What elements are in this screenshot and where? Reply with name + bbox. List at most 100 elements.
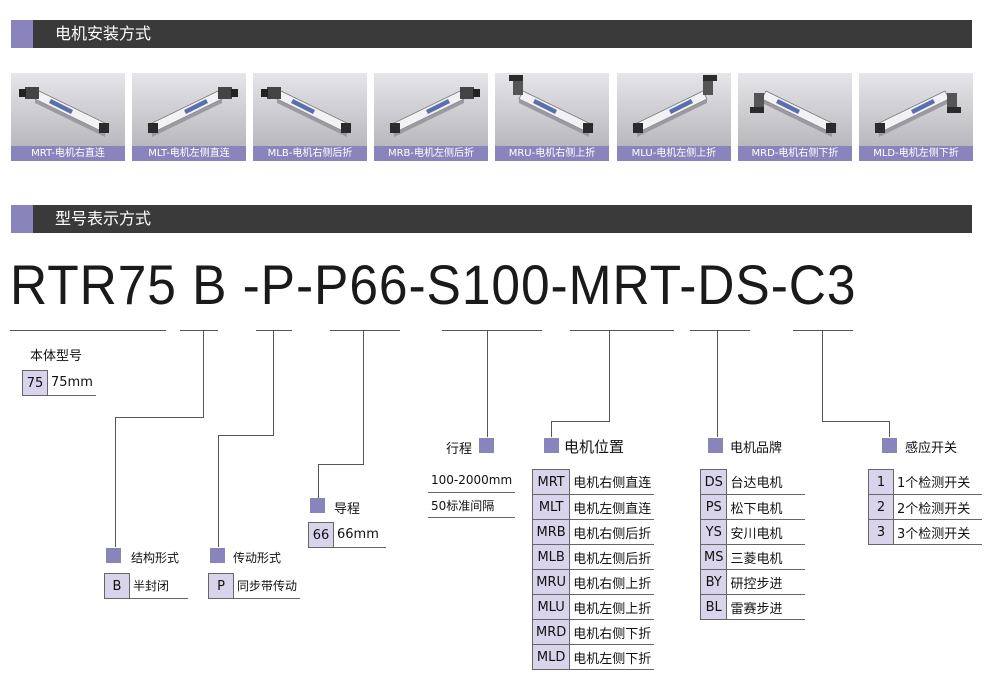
- stroke-table: 100-2000mm 50标准间隔: [428, 468, 516, 518]
- option-marker: [882, 438, 897, 453]
- option-code: YS: [699, 519, 728, 545]
- actuator-illustration: [617, 73, 731, 146]
- drive-table: P 同步带传动: [208, 573, 301, 599]
- connector-line: [822, 331, 823, 421]
- connector-line: [609, 331, 610, 421]
- connector-line: [318, 464, 319, 498]
- option-desc: 电机左侧直连: [569, 494, 655, 520]
- thumbnail-caption: MLU-电机左侧上折: [617, 146, 731, 161]
- option-code: MS: [699, 544, 728, 570]
- connector-line: [203, 331, 204, 417]
- option-desc: 研控步进: [726, 569, 806, 595]
- connector-line: [218, 435, 274, 436]
- segment-underline: [330, 330, 400, 331]
- connector-line: [363, 331, 364, 464]
- actuator-illustration: [738, 73, 852, 146]
- mount-thumbnail: MLT-电机左侧直连: [132, 73, 246, 161]
- option-marker: [310, 498, 325, 513]
- structure-table: B 半封闭: [104, 573, 188, 599]
- segment-underline: [442, 330, 542, 331]
- connector-line: [551, 421, 552, 437]
- mount-thumbnail: MRB-电机左侧后折: [374, 73, 488, 161]
- motor-pos-title: 电机位置: [564, 438, 625, 456]
- thumbnail-caption: MRD-电机右侧下折: [738, 146, 852, 161]
- actuator-illustration: [11, 73, 125, 146]
- section-title: 型号表示方式: [55, 209, 152, 228]
- connector-line: [551, 421, 610, 422]
- connector-line: [487, 331, 488, 437]
- mount-thumbnail: MLD-电机左侧下折: [859, 73, 973, 161]
- connector-line: [717, 331, 718, 437]
- option-code: BY: [699, 569, 728, 595]
- table-row: P 同步带传动: [208, 573, 301, 599]
- option-code: 66: [308, 522, 334, 548]
- model-code: RTR75 B -P-P66-S100-MRT-DS-C3: [10, 253, 857, 316]
- section-accent: [11, 20, 33, 48]
- thumbnail-caption: MLD-电机左侧下折: [859, 146, 973, 161]
- option-code: DS: [699, 469, 728, 495]
- actuator-illustration: [132, 73, 246, 146]
- option-desc: 2个检测开关: [893, 494, 982, 520]
- segment-underline: [690, 330, 750, 331]
- option-desc: 75mm: [47, 370, 96, 396]
- mount-thumbnail: MRU-电机右侧上折: [495, 73, 609, 161]
- mount-thumbnail: MRT-电机右直连: [11, 73, 125, 161]
- option-code: 2: [868, 494, 894, 520]
- section-accent: [11, 205, 33, 233]
- actuator-illustration: [859, 73, 973, 146]
- sensor-title: 感应开关: [905, 441, 958, 456]
- drive-title: 传动形式: [233, 551, 282, 565]
- segment-underline: [793, 330, 853, 331]
- option-marker: [106, 548, 121, 563]
- option-desc: 66mm: [333, 522, 386, 548]
- section-header-model: 型号表示方式: [11, 205, 972, 233]
- option-marker: [708, 438, 723, 453]
- option-desc: 电机左侧下折: [569, 644, 655, 670]
- table-row: 75 75mm: [22, 370, 96, 396]
- stroke-title: 行程: [446, 442, 473, 457]
- option-code: 75: [22, 370, 48, 396]
- thumbnail-caption: MLB-电机右侧后折: [253, 146, 367, 161]
- option-code: MRU: [531, 569, 571, 595]
- lead-table: 66 66mm: [308, 522, 386, 548]
- segment-underline: [570, 330, 674, 331]
- connector-line: [115, 417, 116, 547]
- actuator-illustration: [374, 73, 488, 146]
- segment-underline: [256, 330, 292, 331]
- option-code: 3: [868, 519, 894, 545]
- thumbnail-caption: MRU-电机右侧上折: [495, 146, 609, 161]
- option-code: MLB: [531, 544, 571, 570]
- mount-thumbnail: MRD-电机右侧下折: [738, 73, 852, 161]
- section-title: 电机安装方式: [55, 24, 152, 43]
- option-desc: 同步带传动: [233, 573, 301, 599]
- table-row: B 半封闭: [104, 573, 188, 599]
- mount-thumbnail: MLB-电机右侧后折: [253, 73, 367, 161]
- structure-title: 结构形式: [131, 551, 180, 565]
- actuator-illustration: [495, 73, 609, 146]
- segment-underline: [10, 330, 166, 331]
- table-row: 50标准间隔: [428, 492, 516, 518]
- option-desc: 电机左侧上折: [569, 594, 655, 620]
- option-desc: 3个检测开关: [893, 519, 982, 545]
- option-code: 1: [868, 469, 894, 495]
- option-code: MRB: [531, 519, 571, 545]
- option-desc: 电机右侧后折: [569, 519, 655, 545]
- option-desc: 电机右侧直连: [569, 469, 655, 495]
- connector-line: [115, 417, 204, 418]
- actuator-illustration: [253, 73, 367, 146]
- option-desc: 电机左侧后折: [569, 544, 655, 570]
- option-desc: 1个检测开关: [893, 469, 982, 495]
